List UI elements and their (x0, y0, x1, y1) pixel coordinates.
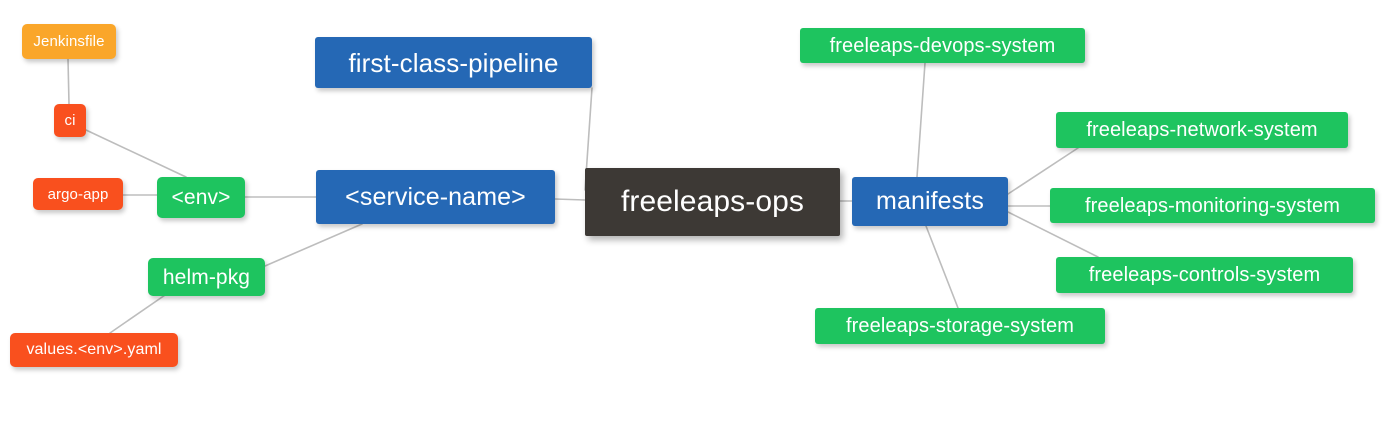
edge-service-name-to-helm-pkg (264, 223, 363, 267)
node-ci[interactable]: ci (54, 104, 86, 137)
node-env[interactable]: <env> (157, 177, 245, 218)
node-freeleaps-controls-system[interactable]: freeleaps-controls-system (1056, 257, 1353, 293)
node-freeleaps-network-system[interactable]: freeleaps-network-system (1056, 112, 1348, 148)
node-label: freeleaps-controls-system (1088, 264, 1321, 286)
node-label: freeleaps-network-system (1086, 119, 1318, 141)
node-label: freeleaps-storage-system (845, 315, 1075, 337)
node-freeleaps-monitoring-system[interactable]: freeleaps-monitoring-system (1050, 188, 1375, 223)
node-label: <env> (171, 186, 231, 209)
node-label: <service-name> (345, 182, 526, 211)
node-first-class-pipeline[interactable]: first-class-pipeline (315, 37, 592, 88)
edge-freeleaps-ops-to-service-name (554, 198, 586, 201)
node-manifests[interactable]: manifests (852, 177, 1008, 226)
node-label: Jenkinsfile (33, 33, 105, 50)
node-values-env-yaml[interactable]: values.<env>.yaml (10, 333, 178, 367)
node-label: helm-pkg (162, 265, 251, 289)
node-label: values.<env>.yaml (26, 341, 162, 358)
edge-helm-pkg-to-values-env-yaml (109, 292, 169, 334)
node-label: manifests (876, 187, 984, 215)
node-label: freeleaps-monitoring-system (1084, 194, 1340, 217)
node-service-name[interactable]: <service-name> (316, 170, 555, 224)
edge-ci-to-jenkinsfile (67, 58, 70, 105)
node-label: first-class-pipeline (348, 47, 559, 78)
node-label: ci (64, 112, 76, 129)
node-freeleaps-storage-system[interactable]: freeleaps-storage-system (815, 308, 1105, 344)
edge-env-to-ci (85, 129, 187, 178)
node-helm-pkg[interactable]: helm-pkg (148, 258, 265, 296)
edge-manifests-to-freeleaps-storage-system (925, 225, 959, 309)
node-argo-app[interactable]: argo-app (33, 178, 123, 210)
node-freeleaps-ops[interactable]: freeleaps-ops (585, 168, 840, 236)
node-label: freeleaps-devops-system (829, 34, 1056, 57)
node-freeleaps-devops-system[interactable]: freeleaps-devops-system (800, 28, 1085, 63)
node-label: freeleaps-ops (620, 185, 805, 218)
edge-manifests-to-freeleaps-devops-system (916, 62, 926, 178)
node-jenkinsfile[interactable]: Jenkinsfile (22, 24, 116, 59)
node-label: argo-app (47, 185, 109, 203)
